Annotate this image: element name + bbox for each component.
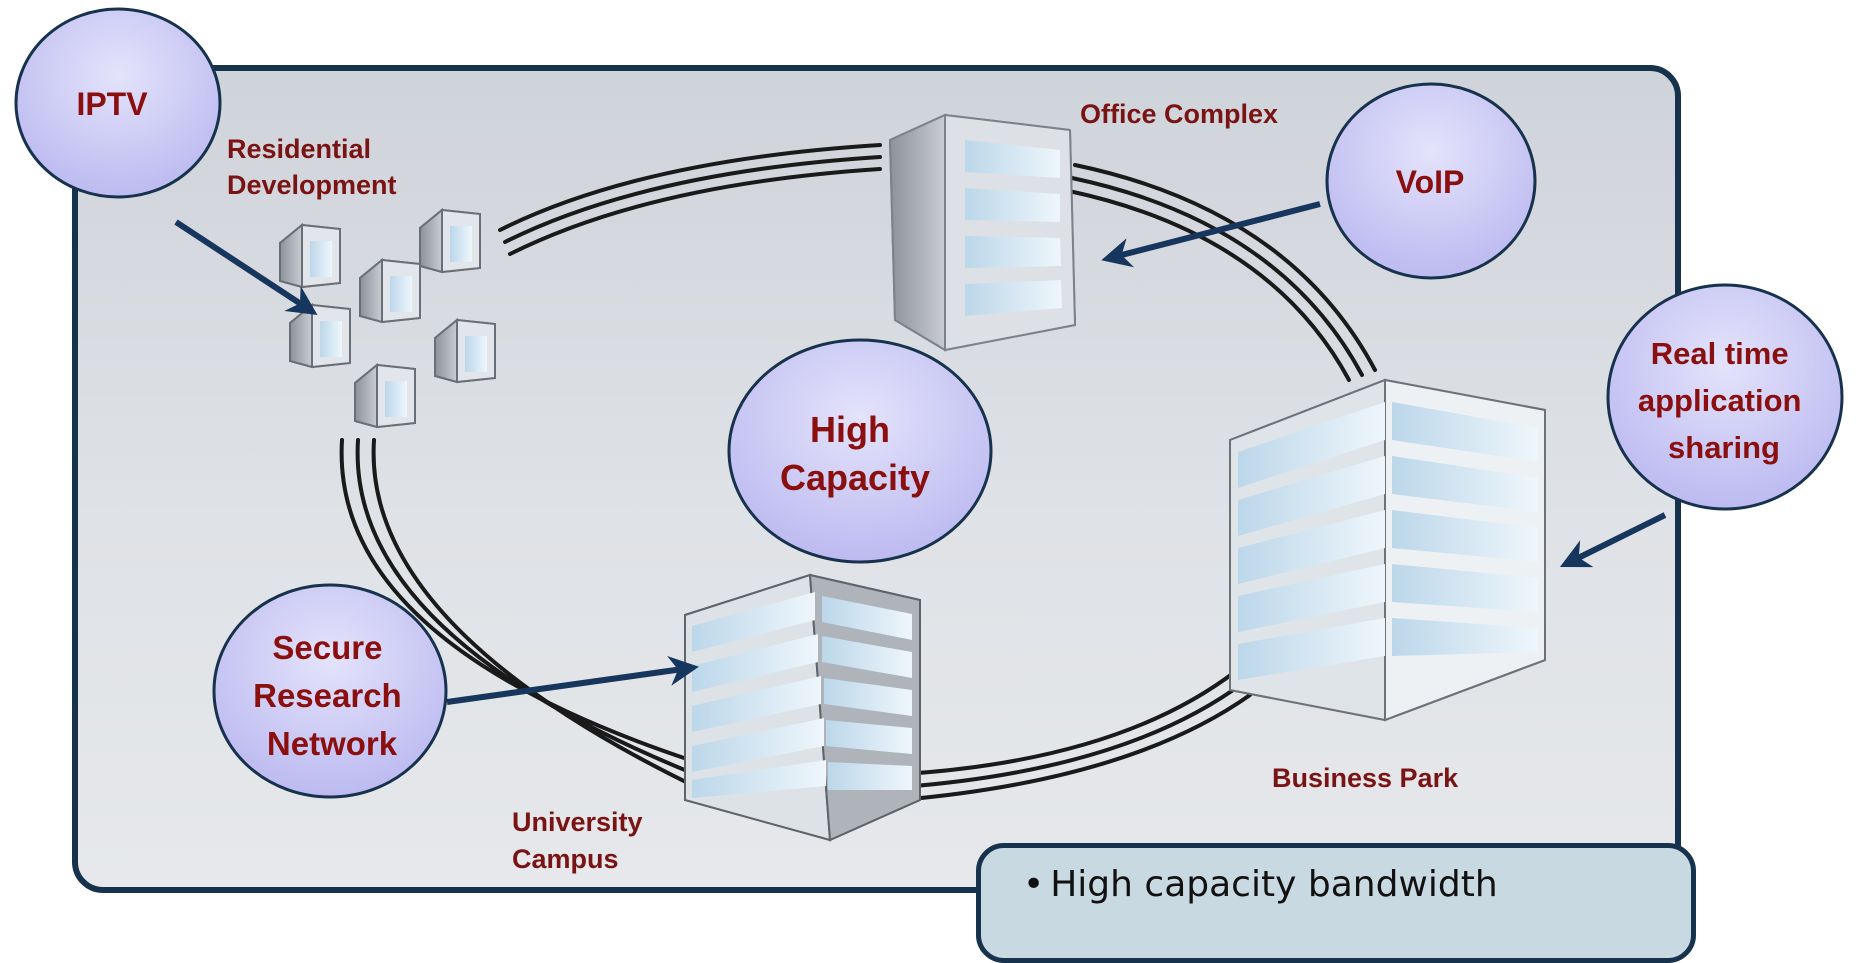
svg-text:IPTV: IPTV: [76, 86, 148, 122]
business-park-building-icon: [1229, 378, 1546, 722]
bubble-iptv: IPTV: [14, 7, 222, 199]
bubble-high-capacity-text: High Capacity: [780, 409, 930, 498]
bubble-realtime-text: Real time application sharing: [1638, 336, 1810, 465]
fiber-ring: [339, 143, 1377, 802]
residential-houses: [279, 207, 496, 429]
bullet-icon: •: [1023, 864, 1045, 905]
label-business-park: Business Park: [1272, 763, 1459, 793]
house-icon: [279, 222, 341, 289]
bubble-high-capacity: High Capacity: [727, 338, 993, 564]
label-residential: Residential Development: [227, 134, 397, 200]
note-line: High capacity bandwidth: [1050, 864, 1498, 905]
arrow-secure: [446, 656, 699, 705]
bubble-voip: VoIP: [1325, 82, 1537, 280]
label-university-campus: University Campus: [512, 807, 650, 874]
arrow-realtime: [1559, 512, 1667, 568]
office-building-icon: [888, 113, 1077, 352]
svg-text:VoIP: VoIP: [1396, 164, 1465, 200]
house-icon: [359, 257, 421, 324]
note-box: •High capacity bandwidth: [976, 843, 1696, 963]
house-icon: [419, 207, 481, 274]
arrow-iptv: [174, 219, 318, 315]
house-icon: [289, 302, 351, 369]
bubble-secure-research-network: Secure Research Network: [212, 583, 448, 799]
network-diagram: Residential Development Office Complex B…: [14, 7, 1844, 893]
arrows: [174, 201, 1667, 705]
arrow-voip: [1101, 201, 1321, 268]
university-building-icon: [684, 573, 921, 842]
house-icon: [354, 362, 416, 429]
note-text: •High capacity bandwidth: [1023, 864, 1691, 905]
bubble-secure-text: Secure Research Network: [253, 629, 411, 762]
house-icon: [434, 317, 496, 384]
bubble-realtime: Real time application sharing: [1606, 283, 1844, 511]
label-office-complex: Office Complex: [1080, 99, 1278, 129]
